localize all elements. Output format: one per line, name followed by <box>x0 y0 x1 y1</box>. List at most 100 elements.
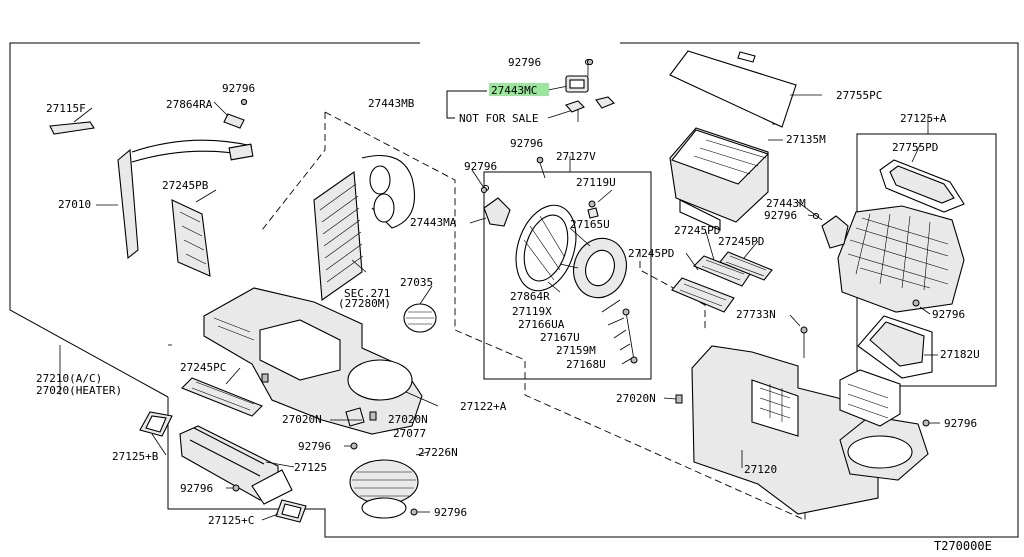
label-27159M: 27159M <box>556 344 596 357</box>
label-not-for-sale: NOT FOR SALE <box>459 112 538 125</box>
leader-notforsale <box>547 109 574 119</box>
label-27125A: 27125+A <box>900 112 947 125</box>
bracket-27443MB <box>446 90 487 104</box>
label-27245PD-b: 27245PD <box>718 235 764 248</box>
label-27125: 27125 <box>294 461 327 474</box>
label-27020: 27020(HEATER) <box>36 384 122 397</box>
screw-27119U <box>587 200 599 219</box>
label-27010: 27010 <box>58 198 91 211</box>
label-27125C: 27125+C <box>208 514 254 527</box>
label-27864RA: 27864RA <box>166 98 213 111</box>
label-27182U: 27182U <box>940 348 980 361</box>
duct-27125 <box>179 425 293 505</box>
pipe-27010 <box>117 139 254 260</box>
case-27135M <box>669 127 783 231</box>
dashed-assembly-boundary-2 <box>261 112 326 231</box>
label-sec271: SEC.271 <box>344 287 390 300</box>
label-27226N: 27226N <box>418 446 458 459</box>
label-27280M: (27280M) <box>338 297 391 310</box>
sensor-27733N <box>789 314 808 358</box>
label-27127V: 27127V <box>556 150 596 163</box>
motor-27165U <box>559 237 627 299</box>
duct-27125C <box>275 499 307 523</box>
label-92796-a: 92796 <box>222 82 255 95</box>
blower-case-27125A <box>837 205 965 313</box>
label-27245PD-a: 27245PD <box>674 224 720 237</box>
part-not-for-sale <box>565 96 615 122</box>
highlight-27443MC <box>489 83 549 96</box>
label-27120: 27120 <box>744 463 777 476</box>
clip-27020N-c <box>675 394 683 404</box>
plate-27245PD-c <box>719 251 773 281</box>
label-27443M: 27443M <box>766 197 806 210</box>
bracket-27443MB-2 <box>446 104 455 119</box>
label-92796-d: 92796 <box>764 209 797 222</box>
label-27733N: 27733N <box>736 308 776 321</box>
screw-92796-b <box>480 186 488 194</box>
filter-27755PD <box>879 159 965 213</box>
blower-27226N <box>349 451 429 519</box>
label-27122A: 27122+A <box>460 400 507 413</box>
label-27035: 27035 <box>400 276 433 289</box>
label-27443MB: 27443MB <box>368 97 415 110</box>
assembly-frame-left <box>9 42 420 398</box>
label-27443MA: 27443MA <box>410 216 457 229</box>
screw-92796-c <box>536 156 546 179</box>
duct-27182U <box>857 315 938 379</box>
case-27210 <box>203 287 423 435</box>
label-92796-top: 92796 <box>508 56 541 69</box>
label-27245PD-c: 27245PD <box>628 247 674 260</box>
label-92796-c: 92796 <box>510 137 543 150</box>
label-27125B: 27125+B <box>112 450 159 463</box>
duct-27125B <box>139 411 173 437</box>
label-27119X: 27119X <box>512 305 552 318</box>
label-92796-g: 92796 <box>180 482 213 495</box>
plate-27245PB <box>171 199 211 277</box>
gasket-27755PC <box>669 50 822 128</box>
screw-92796-top <box>586 58 594 66</box>
label-27166UA: 27166UA <box>518 318 565 331</box>
actuator-27443MA <box>482 184 511 227</box>
frame-27127V <box>483 171 652 380</box>
actuator-27443MC <box>565 58 592 93</box>
unit-27120 <box>691 345 929 515</box>
screw-92796-d <box>912 299 931 315</box>
leader-27443MC <box>547 85 569 91</box>
label-27443MC: 27443MC <box>491 84 537 97</box>
plate-27077 <box>345 407 377 427</box>
label-27755PC: 27755PC <box>836 89 882 102</box>
label-27020N-c: 27020N <box>616 392 656 405</box>
bracket-27115F <box>49 121 95 135</box>
label-92796-i: 92796 <box>434 506 467 519</box>
screw-92796-h <box>922 419 940 427</box>
label-27119U: 27119U <box>576 176 616 189</box>
actuator-27443M <box>812 212 849 249</box>
plate-27245PD-a <box>671 277 735 313</box>
rod-27159M <box>622 308 638 364</box>
label-92796-f: 92796 <box>298 440 331 453</box>
screw-92796-f <box>344 442 358 450</box>
leader-lines <box>59 101 929 521</box>
label-92796-h: 92796 <box>944 417 977 430</box>
flap-27864R <box>515 204 577 292</box>
label-27210: 27210(A/C) <box>36 372 102 385</box>
label-27020N-b: 27020N <box>388 413 428 426</box>
heater-core-sec271 <box>313 154 416 302</box>
label-27168U: 27168U <box>566 358 606 371</box>
label-27135M: 27135M <box>786 133 826 146</box>
label-92796-e: 92796 <box>932 308 965 321</box>
label-92796-b: 92796 <box>464 160 497 173</box>
label-27077: 27077 <box>393 427 426 440</box>
screw-92796-i <box>410 508 430 516</box>
label-27165U: 27165U <box>570 218 610 231</box>
screw-92796-a <box>240 98 248 106</box>
screw-92796-g <box>226 484 240 492</box>
label-27755PD: 27755PD <box>892 141 938 154</box>
label-27167U: 27167U <box>540 331 580 344</box>
label-27245PB: 27245PB <box>162 179 209 192</box>
dashed-assembly-boundary-3 <box>639 250 706 330</box>
diagram-code: T270000E <box>934 539 992 553</box>
label-27245PC: 27245PC <box>180 361 226 374</box>
label-27864R: 27864R <box>510 290 550 303</box>
